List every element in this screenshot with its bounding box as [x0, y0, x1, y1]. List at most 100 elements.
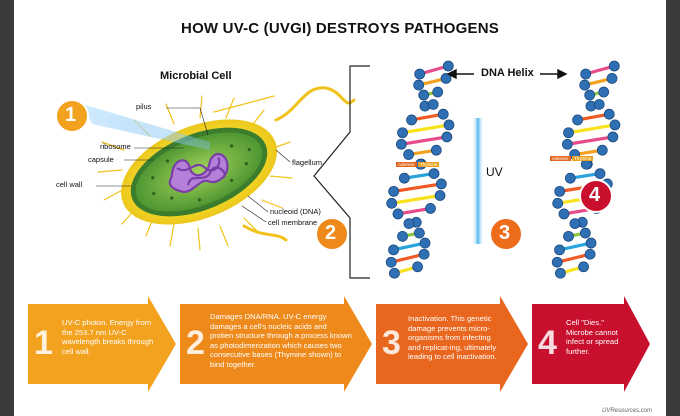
helix-heading: DNA Helix: [481, 67, 534, 79]
dna-backbone-bead: [425, 203, 436, 214]
step-3-text: Inactivation. This genetic damage preven…: [408, 314, 497, 362]
infographic-page: HOW UV-C (UVGI) DESTROYS PATHOGENS: [14, 0, 666, 416]
bacterium: [121, 119, 277, 225]
dna-backbone-bead: [419, 237, 431, 249]
label-capsule: capsule: [88, 155, 114, 164]
nucleoid-dna: [168, 153, 229, 193]
helix-arrows: [446, 68, 568, 80]
dna-backbone-bead: [403, 149, 415, 160]
dna-backbone-bead: [442, 60, 454, 72]
step-2-number: 2: [186, 324, 205, 362]
dna-backbone-bead: [413, 227, 425, 239]
dna-backbone-bead: [413, 79, 425, 91]
marker-2-shape: [315, 217, 349, 251]
marker-2: 2: [325, 222, 337, 244]
ribosomes: [151, 144, 251, 202]
label-nucleoid: nucleoid (DNA): [270, 207, 321, 216]
diagram-canvas: [55, 60, 621, 279]
dna-base-pair: [393, 182, 442, 193]
dna-base-pair: [402, 123, 450, 135]
dna-base-pair: [556, 252, 591, 264]
marker-1: 1: [65, 104, 77, 126]
dna-backbone-bead: [388, 244, 399, 256]
step-1: 1 UV-C photon. Energy from the 253.7 nm …: [28, 296, 176, 392]
dna-backbone-bead: [441, 131, 453, 143]
dna-backbone-bead: [392, 208, 404, 220]
dna-backbone-bead: [434, 190, 446, 201]
base-label-thymine-2: Thymine: [572, 156, 594, 161]
marker-1-shape: [55, 99, 89, 133]
cytoplasm-shape: [135, 132, 263, 212]
dna-base-pair: [568, 123, 616, 135]
flagellum: [242, 86, 356, 242]
dna-backbone-bead: [430, 144, 442, 156]
dna-backbone-bead: [585, 237, 597, 249]
step-3: 3 Inactivation. This genetic damage prev…: [376, 296, 528, 392]
dna-backbone-bead: [386, 197, 398, 209]
dna-backbone-bead: [418, 248, 430, 260]
dna-backbone-bead: [606, 73, 618, 84]
dna-backbone-bead: [596, 144, 608, 156]
dna-backbone-bead: [427, 99, 439, 110]
marker-4: 4: [589, 184, 601, 206]
dna-base-pair: [391, 193, 441, 205]
page-title: HOW UV-C (UVGI) DESTROYS PATHOGENS: [181, 20, 499, 37]
label-ribosome: ribosome: [100, 142, 131, 151]
base-label-adenine: Adenine: [396, 162, 417, 167]
label-cell-membrane: cell membrane: [268, 218, 318, 227]
dna-backbone-bead: [598, 86, 610, 98]
dna-base-pair: [390, 252, 425, 264]
dna-backbone-bead: [403, 218, 415, 230]
marker-3: 3: [499, 222, 511, 244]
dna-backbone-bead: [554, 244, 565, 256]
dna-backbone-bead: [593, 99, 605, 110]
dna-backbone-bead: [561, 138, 573, 150]
dna-base-pair: [567, 135, 614, 146]
dna-backbone-bead: [608, 60, 620, 72]
step-2: 2 Damages DNA/RNA. UV-C energy damages a…: [180, 296, 372, 392]
dna-backbone-bead: [418, 89, 430, 101]
label-cell-wall: cell wall: [56, 180, 83, 189]
dna-backbone-bead: [579, 79, 591, 91]
base-label-thymine: Thymine: [418, 162, 440, 167]
dna-backbone-bead: [397, 230, 408, 242]
dna-backbone-bead: [432, 86, 444, 98]
dna-backbone-bead: [443, 119, 455, 131]
marker-4-shape: [579, 179, 613, 213]
step-3-number: 3: [382, 324, 401, 362]
dna-backbone-bead: [609, 119, 621, 131]
dna-backbone-bead: [607, 131, 619, 143]
uv-beam: [82, 104, 210, 150]
dna-backbone-bead: [428, 168, 440, 179]
dna-backbone-bead: [603, 108, 615, 120]
dna-backbone-bead: [579, 227, 591, 239]
dna-backbone-bead: [552, 197, 564, 209]
dna-backbone-bead: [584, 248, 596, 260]
dna-backbone-bead: [398, 172, 410, 184]
cell-heading: Microbial Cell: [160, 70, 232, 82]
dna-backbone-bead: [584, 89, 596, 101]
dna-base-pair: [401, 135, 448, 146]
helix-bracket: [313, 65, 370, 279]
dna-backbone-bead: [580, 68, 592, 80]
dna-backbone-bead: [572, 114, 583, 126]
dna-backbone-bead: [437, 108, 449, 120]
dna-helix-left: [385, 60, 455, 279]
dna-backbone-bead: [555, 267, 566, 279]
uv-label: UV: [486, 165, 503, 179]
dna-backbone-bead: [594, 168, 606, 179]
dna-backbone-bead: [440, 73, 452, 84]
dna-helix-right: [551, 60, 621, 279]
dna-backbone-bead: [558, 208, 570, 220]
dna-backbone-bead: [395, 138, 407, 150]
pili: [97, 95, 293, 251]
dna-backbone-bead: [435, 178, 447, 190]
leader-lines: [96, 107, 291, 223]
step-1-number: 1: [34, 324, 53, 362]
dna-backbone-bead: [563, 230, 574, 242]
step-2-text: Damages DNA/RNA. UV-C energy damages a c…: [210, 312, 352, 369]
dna-backbone-bead: [389, 267, 400, 279]
step-1-text: UV-C photon. Energy from the 253.7 nm UV…: [62, 318, 154, 356]
dna-base-pair: [397, 206, 431, 216]
step-4: 4 Cell "Dies." Microbe cannot infect or …: [532, 296, 650, 392]
